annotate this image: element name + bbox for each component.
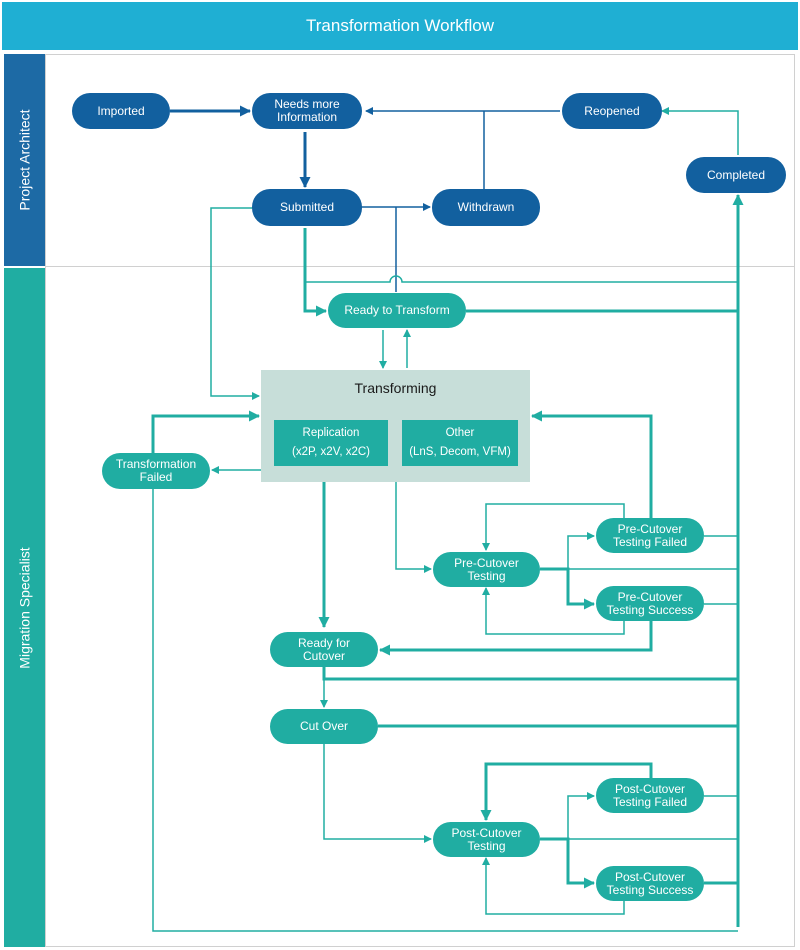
node-pre-cutover-testing: Pre-Cutover Testing	[433, 552, 540, 587]
lane-project-architect: Project Architect	[4, 54, 45, 266]
node-imported: Imported	[72, 93, 170, 129]
node-pre-cutover-testing-success: Pre-Cutover Testing Success	[596, 586, 704, 621]
lane-migration-specialist: Migration Specialist	[4, 268, 45, 947]
transforming-title: Transforming	[354, 380, 437, 396]
node-post-cutover-testing: Post-Cutover Testing	[433, 822, 540, 857]
transforming-replication: Replication (x2P, x2V, x2C)	[274, 420, 388, 466]
node-needs-more-information: Needs more Information	[252, 93, 362, 129]
node-transformation-failed: Transformation Failed	[102, 453, 210, 489]
node-post-cutover-testing-failed: Post-Cutover Testing Failed	[596, 778, 704, 813]
node-ready-for-cutover: Ready for Cutover	[270, 632, 378, 667]
transforming-other: Other (LnS, Decom, VFM)	[402, 420, 518, 466]
node-completed: Completed	[686, 157, 786, 193]
node-cut-over: Cut Over	[270, 709, 378, 744]
node-reopened: Reopened	[562, 93, 662, 129]
node-ready-to-transform: Ready to Transform	[328, 293, 466, 328]
node-post-cutover-testing-success: Post-Cutover Testing Success	[596, 866, 704, 901]
diagram-title: Transformation Workflow	[2, 2, 798, 50]
lane-area-migration-specialist	[45, 266, 795, 947]
node-pre-cutover-testing-failed: Pre-Cutover Testing Failed	[596, 518, 704, 553]
node-submitted: Submitted	[252, 189, 362, 226]
node-withdrawn: Withdrawn	[432, 189, 540, 226]
